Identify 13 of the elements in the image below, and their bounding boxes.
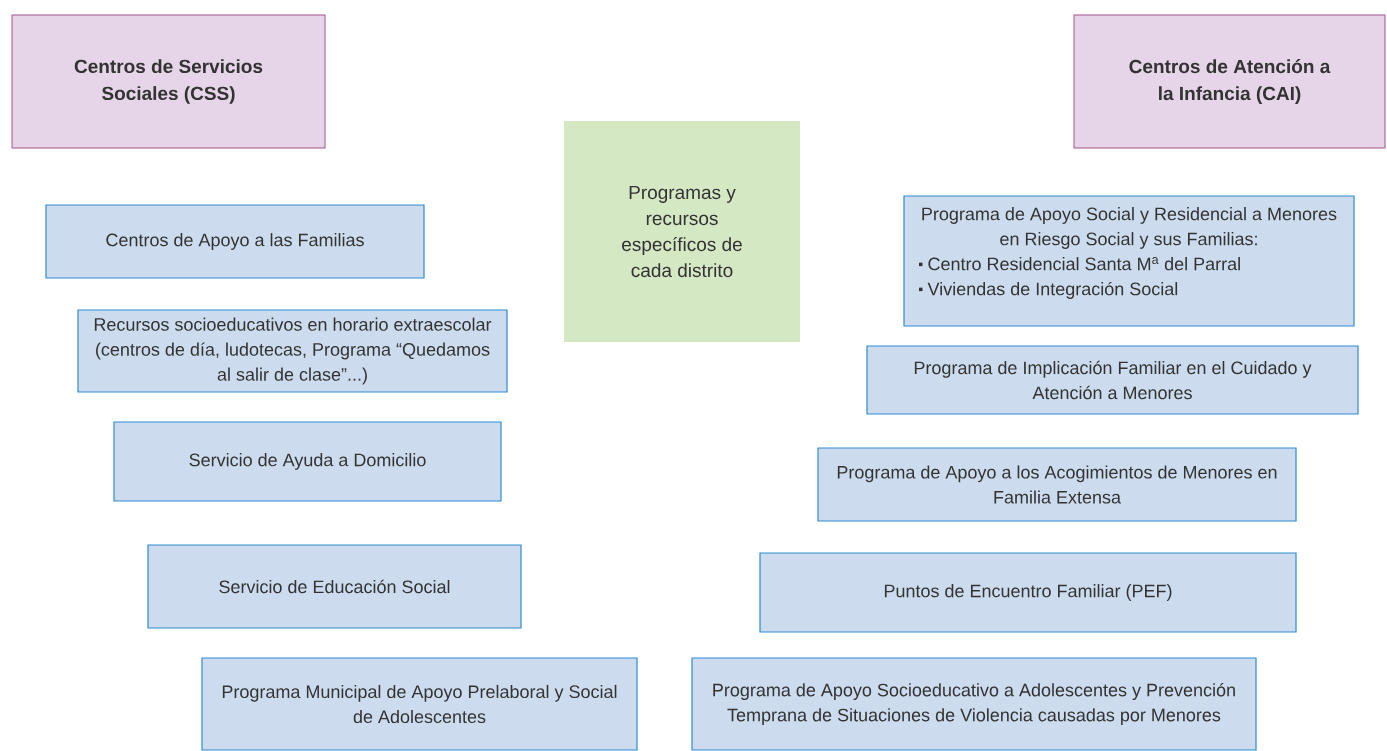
program-box: Programa de Apoyo Social y Residencial a Menores en Riesgo Social y sus Familias: Centro Residencial Santa M$^{a}$ del Parral Viviendas de Integración Social [903, 195, 1355, 327]
program-box: Puntos de Encuentro Familiar (PEF) [759, 552, 1297, 633]
program-box: Servicio de Ayuda a Domicilio [113, 421, 502, 502]
program-box: Recursos socioeducativos en horario extraescolar (centros de día, ludotecas, Programa “Quedamos al salir de clase”...) [77, 309, 508, 393]
program-box: Programa de Apoyo a los Acogimientos de Menores en Familia Extensa [817, 447, 1297, 522]
title-box: Centros de Atención a la Infancia (CAI) [1073, 14, 1386, 149]
program-box: Centros de Apoyo a las Familias [45, 204, 425, 279]
highlight-box: Programas y recursos específicos de cada distrito [564, 121, 800, 342]
title-box: Centros de Servicios Sociales (CSS) [11, 14, 326, 149]
program-box: Programa de Apoyo Socioeducativo a Adolescentes y Prevención Temprana de Situaciones de Violencia causadas por Menores [691, 657, 1257, 751]
program-box: Programa de Implicación Familiar en el Cuidado y Atención a Menores [866, 345, 1359, 415]
program-box: Programa Municipal de Apoyo Prelaboral y Social de Adolescentes [201, 657, 638, 751]
program-box: Servicio de Educación Social [147, 544, 522, 629]
